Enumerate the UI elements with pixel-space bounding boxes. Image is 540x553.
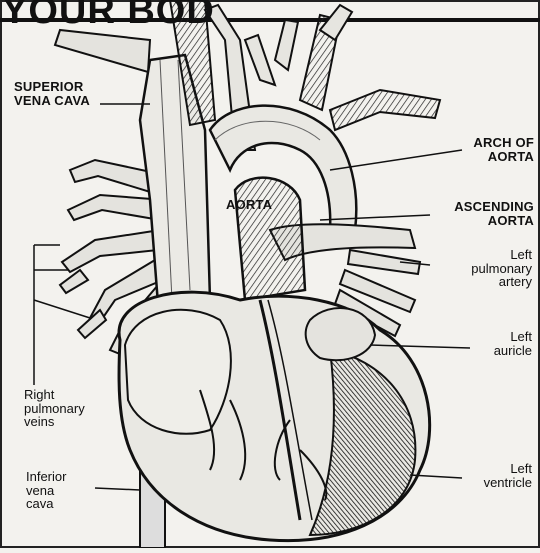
label-left-auricle: Left auricle <box>494 330 532 357</box>
label-left-ventricle: Left ventricle <box>484 462 532 489</box>
label-arch-of-aorta: ARCH OF AORTA <box>473 136 534 163</box>
label-right-pulmonary-veins: Right pulmonary veins <box>24 388 85 429</box>
label-inferior-vena-cava: Inferior vena cava <box>26 470 66 511</box>
page-title-fragment: YOUR BOD <box>2 0 215 33</box>
label-superior-vena-cava: SUPERIOR VENA CAVA <box>14 80 90 107</box>
label-ascending-aorta: ASCENDING AORTA <box>454 200 534 227</box>
label-aorta: AORTA <box>226 198 272 212</box>
left-auricle-shape <box>306 308 375 360</box>
ascending-aorta-shape <box>235 178 305 300</box>
right-auricle-shape <box>125 310 231 434</box>
label-left-pulmonary-artery: Left pulmonary artery <box>471 248 532 289</box>
